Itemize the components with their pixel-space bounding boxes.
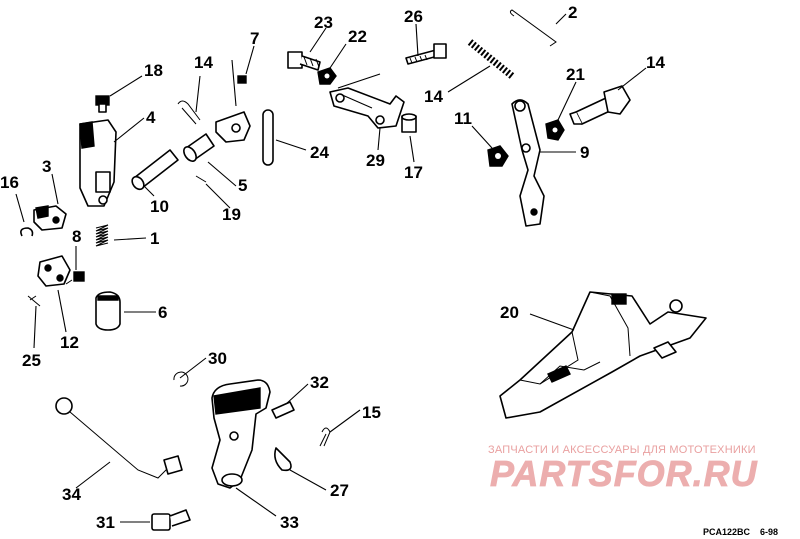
callout-22: 22 xyxy=(348,27,367,46)
part-25-pin xyxy=(27,295,41,307)
callout-34: 34 xyxy=(62,485,81,504)
callout-17: 17 xyxy=(404,163,423,182)
part-6-pad xyxy=(95,291,121,331)
part-8-screw xyxy=(65,271,85,285)
callout-14-middle: 14 xyxy=(424,87,443,106)
callout-18: 18 xyxy=(144,61,163,80)
figure-reference: PCA122BC 6-98 xyxy=(703,527,778,537)
part-2-wire-link xyxy=(509,9,557,47)
callout-16: 16 xyxy=(0,173,19,192)
part-19-set-screw xyxy=(195,175,207,183)
callout-4: 4 xyxy=(146,108,156,127)
callout-32: 32 xyxy=(310,373,329,392)
part-29-link-arm xyxy=(329,87,405,129)
leader-lines xyxy=(15,13,647,523)
callout-31: 31 xyxy=(96,513,115,532)
callout-2: 2 xyxy=(568,3,577,22)
callout-23: 23 xyxy=(314,13,333,32)
part-21-nut xyxy=(545,119,565,141)
callout-3: 3 xyxy=(42,157,51,176)
part-3-bracket xyxy=(33,205,67,231)
part-27-clip xyxy=(274,447,292,472)
part-16-clip xyxy=(20,227,34,237)
part-9-lever xyxy=(511,99,545,227)
figure-date: 6-98 xyxy=(760,527,779,537)
part-32-pin xyxy=(271,401,295,419)
part-7-clamp xyxy=(215,75,251,143)
part-14-spring-middle xyxy=(467,39,515,79)
part-33-grip-lever xyxy=(211,379,271,489)
callout-14-left: 14 xyxy=(194,53,213,72)
part-11-nut xyxy=(487,145,509,167)
callout-33: 33 xyxy=(280,513,299,532)
callout-24: 24 xyxy=(310,143,329,162)
part-24-rod xyxy=(262,109,274,166)
part-1-spring xyxy=(95,224,109,247)
callout-26: 26 xyxy=(404,7,423,26)
part-22-nut xyxy=(317,67,337,85)
callout-11: 11 xyxy=(454,109,472,128)
part-23-bolt xyxy=(287,51,321,71)
callout-19: 19 xyxy=(222,205,241,224)
part-26-stud xyxy=(405,43,447,65)
part-34-cable xyxy=(55,397,183,479)
callout-1: 1 xyxy=(150,229,159,248)
part-20-bracket-tray xyxy=(499,291,707,419)
callout-5: 5 xyxy=(238,176,247,195)
callout-25: 25 xyxy=(22,351,41,370)
watermark-logo-text: PARTSFOR.RU xyxy=(490,453,758,494)
callout-15: 15 xyxy=(362,403,381,422)
part-10-shaft xyxy=(131,149,179,191)
callout-12: 12 xyxy=(60,333,79,352)
callout-6: 6 xyxy=(158,303,167,322)
part-4-grip-body xyxy=(79,119,117,207)
callout-8: 8 xyxy=(72,227,81,246)
callout-29: 29 xyxy=(366,151,385,170)
part-17-bushing xyxy=(401,113,417,133)
callout-20: 20 xyxy=(500,303,519,322)
callout-7: 7 xyxy=(250,29,259,48)
part-14-cotter-pin-left xyxy=(177,100,201,125)
part-18-screw xyxy=(95,95,110,113)
part-14-shoulder-bolt xyxy=(569,85,631,125)
callout-30: 30 xyxy=(208,349,227,368)
callout-14-right: 14 xyxy=(646,53,665,72)
callout-9: 9 xyxy=(580,143,589,162)
callout-10: 10 xyxy=(150,197,169,216)
watermark-logo: PARTSFOR.RU xyxy=(490,453,758,495)
callout-21: 21 xyxy=(566,65,585,84)
part-31-bolt xyxy=(151,509,191,531)
callout-27: 27 xyxy=(330,481,349,500)
figure-code: PCA122BC xyxy=(703,527,751,537)
watermark-tagline: ЗАПЧАСТИ И АКСЕССУАРЫ ДЛЯ МОТОТЕХНИКИ xyxy=(488,444,756,456)
part-15-cotter-pin xyxy=(319,427,331,447)
part-12-link-plate xyxy=(37,255,71,287)
part-5-sleeve xyxy=(183,133,215,162)
callout-labels: 1 2 3 4 5 6 7 8 9 10 11 12 14 14 14 15 1… xyxy=(0,3,665,532)
